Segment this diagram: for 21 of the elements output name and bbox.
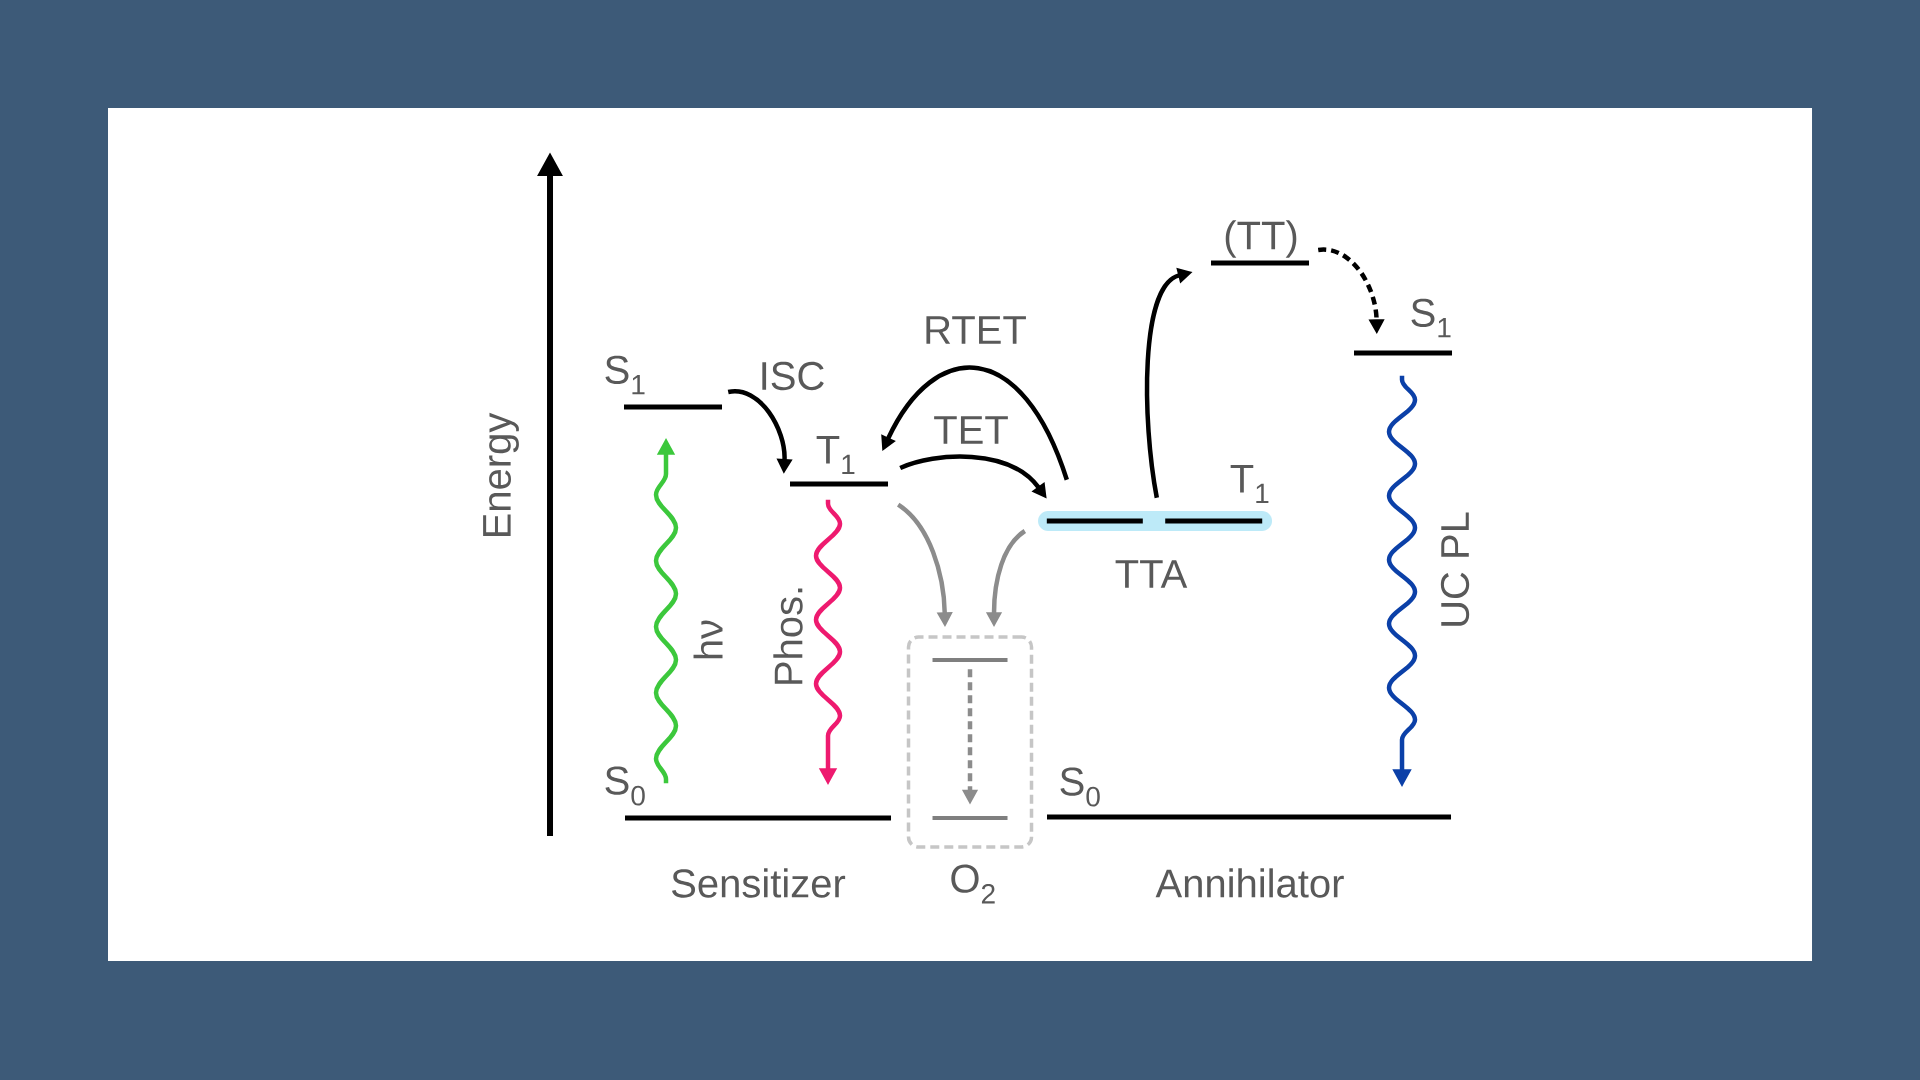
energy-level: [932, 816, 1008, 820]
state-label: S$_{1}$: [1411, 298, 1451, 338]
state-label: S$_{0}$: [605, 766, 645, 806]
process-label: TTA: [1115, 560, 1188, 588]
edge-label: hν: [693, 620, 723, 659]
edge-label: TET: [934, 416, 1008, 444]
state-label: S$_{0}$: [1060, 767, 1100, 807]
molecule-label: O$_{2}$: [951, 864, 995, 904]
energy-level: [932, 658, 1008, 662]
arrow: [881, 365, 1069, 481]
edge-label: RTET: [926, 316, 1026, 344]
state-label: T$_{1}$: [816, 435, 855, 475]
column-label: Sensitizer: [672, 868, 846, 898]
state-label: (TT): [1225, 220, 1297, 258]
edge-label: Phos.: [773, 588, 803, 684]
edge-label: UC PL: [1440, 512, 1470, 626]
axis-label: Energy: [483, 412, 519, 537]
state-label: S$_{1}$: [605, 355, 645, 395]
edge-label: ISC: [762, 361, 824, 391]
column-label: Annihilator: [1155, 868, 1344, 898]
state-label: T$_{1}$: [1230, 464, 1269, 504]
